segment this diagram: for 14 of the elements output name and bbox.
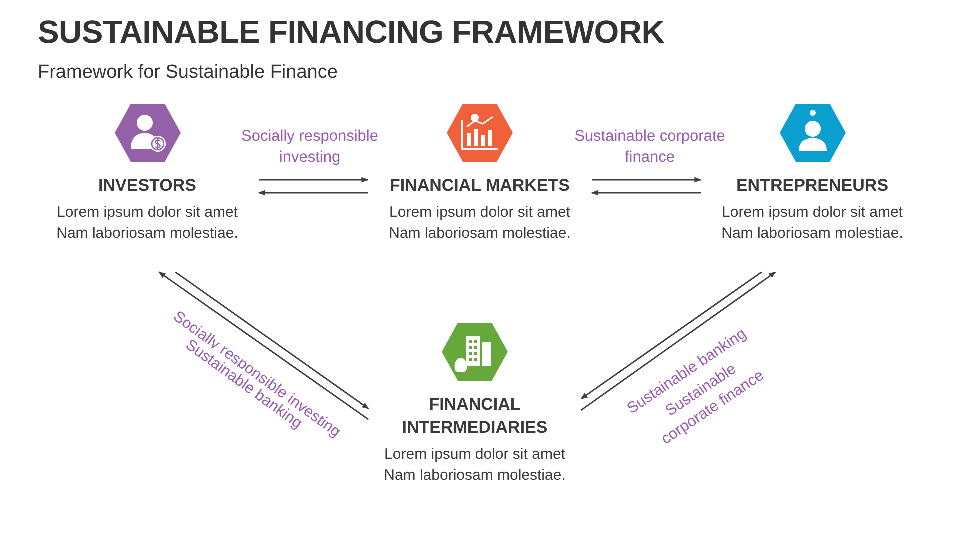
arrow <box>258 190 368 196</box>
node-heading: INVESTORS <box>98 175 196 197</box>
arrow <box>259 177 369 183</box>
node-heading: FINANCIAL INTERMEDIARIES <box>401 394 549 439</box>
arrow <box>591 190 701 196</box>
subtitle: Framework for Sustainable Finance <box>38 62 338 84</box>
node-heading: ENTREPRENEURS <box>736 175 889 197</box>
title: SUSTAINABLE FINANCING FRAMEWORK <box>38 14 665 51</box>
arrow <box>592 177 702 183</box>
node-heading: FINANCIAL MARKETS <box>390 175 570 197</box>
node-description: Lorem ipsum dolor sit amet Nam laboriosam molestiae. <box>383 445 567 486</box>
node-description: Lorem ipsum dolor sit amet Nam laboriosam molestiae. <box>56 203 240 244</box>
node-description: Lorem ipsum dolor sit amet Nam laboriosam molestiae. <box>388 203 572 244</box>
node-description: Lorem ipsum dolor sit amet Nam laboriosam molestiae. <box>720 203 904 244</box>
